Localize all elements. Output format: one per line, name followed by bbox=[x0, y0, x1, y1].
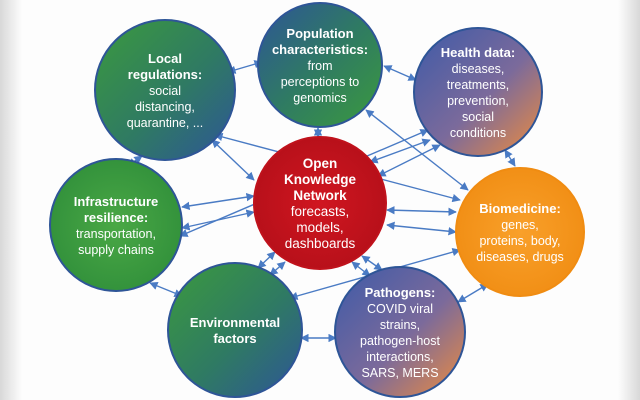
node-text-line: genes, bbox=[501, 218, 539, 232]
node-text-line: diseases, drugs bbox=[476, 250, 564, 264]
connection-arrow-12 bbox=[181, 192, 255, 211]
node-circle-local-regulations bbox=[94, 19, 236, 161]
frame-shadow-right bbox=[618, 0, 640, 400]
connection-arrow-7 bbox=[457, 283, 489, 303]
node-pathogens: Pathogens: COVID viral strains, pathogen-ho… bbox=[334, 266, 466, 398]
node-title-line: Environmental bbox=[190, 315, 280, 330]
node-text-line: COVID viral bbox=[367, 302, 433, 316]
node-text-line: treatments, bbox=[447, 78, 510, 92]
connection-arrow-22 bbox=[365, 109, 469, 191]
node-title-line: Biomedicine: bbox=[479, 201, 561, 216]
connection-arrow-8 bbox=[211, 139, 255, 181]
node-text-line: transportation, bbox=[76, 227, 156, 241]
node-text-line: social bbox=[149, 84, 181, 98]
node-health-data: Health data: diseases, treatments, preventi… bbox=[413, 27, 543, 157]
node-text-line: models, bbox=[296, 220, 343, 235]
node-biomedicine: Biomedicine: genes, proteins, body, disease… bbox=[455, 167, 585, 297]
node-circle-population-characteristics bbox=[257, 2, 383, 128]
node-text-line: diseases, bbox=[452, 62, 505, 76]
connection-arrow-16 bbox=[257, 251, 276, 269]
node-title-line: factors bbox=[213, 331, 256, 346]
node-title-line: Health data: bbox=[441, 45, 515, 60]
node-center: OpenKnowledgeNetworkforecasts,models,das… bbox=[253, 136, 387, 270]
connection-arrow-14 bbox=[386, 206, 457, 216]
connection-arrow-1 bbox=[227, 60, 263, 74]
node-text-line: genomics bbox=[293, 91, 347, 105]
node-title-line: Infrastructure bbox=[74, 194, 159, 209]
node-circle-infrastructure-resilience bbox=[49, 158, 183, 292]
node-text-line: strains, bbox=[380, 318, 420, 332]
connection-arrow-4 bbox=[504, 149, 516, 167]
node-circle-health-data bbox=[413, 27, 543, 157]
frame-shadow-left bbox=[0, 0, 22, 400]
node-circle-center bbox=[253, 136, 387, 270]
node-text-line: quarantine, ... bbox=[127, 116, 203, 130]
node-title-line: regulations: bbox=[128, 67, 202, 82]
node-text-line: forecasts, bbox=[291, 204, 350, 219]
node-text-line: from bbox=[308, 59, 333, 73]
node-text-line: perceptions to bbox=[281, 75, 360, 89]
node-title-line: Pathogens: bbox=[365, 285, 436, 300]
connection-arrow-5 bbox=[149, 281, 183, 298]
node-title-line: Network bbox=[293, 188, 347, 203]
node-text-line: pathogen-host bbox=[360, 334, 440, 348]
node-title-line: Open bbox=[303, 156, 338, 171]
node-text-line: interactions, bbox=[366, 350, 433, 364]
node-title-line: Knowledge bbox=[284, 172, 356, 187]
connection-arrow-17 bbox=[269, 261, 286, 276]
node-text-line: supply chains bbox=[78, 243, 154, 257]
node-text-line: social bbox=[462, 110, 494, 124]
node-circle-pathogens bbox=[334, 266, 466, 398]
node-text-line: prevention, bbox=[447, 94, 509, 108]
node-text-line: proteins, body, bbox=[479, 234, 560, 248]
node-title-line: Population bbox=[286, 26, 353, 41]
node-text-line: SARS, MERS bbox=[361, 366, 438, 380]
node-title-line: resilience: bbox=[84, 210, 148, 225]
node-title-line: characteristics: bbox=[272, 42, 368, 57]
connection-arrow-18 bbox=[351, 261, 371, 277]
connection-arrow-19 bbox=[361, 255, 383, 271]
connection-arrow-15 bbox=[386, 221, 457, 236]
node-text-line: dashboards bbox=[285, 236, 356, 251]
node-title-line: Local bbox=[148, 51, 182, 66]
node-text-line: conditions bbox=[450, 126, 506, 140]
connection-arrow-2 bbox=[383, 65, 417, 81]
node-text-line: distancing, bbox=[135, 100, 195, 114]
node-circle-environmental-factors bbox=[167, 262, 303, 398]
node-circle-biomedicine bbox=[455, 167, 585, 297]
